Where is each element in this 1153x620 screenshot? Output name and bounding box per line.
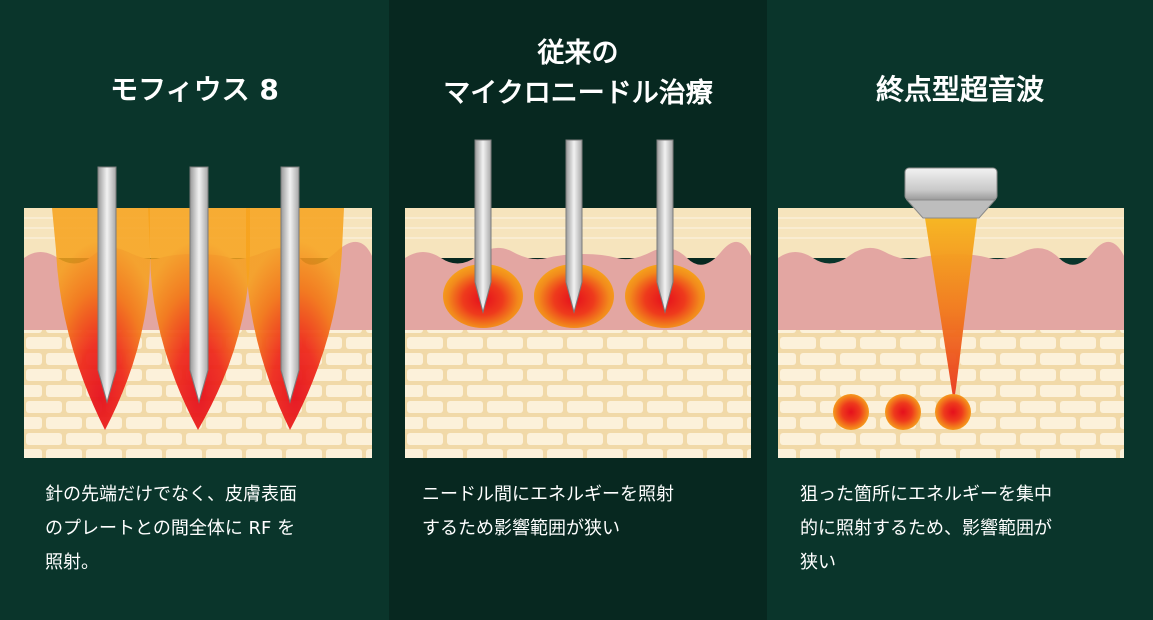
panel-description: 狙った箇所にエネルギーを集中 的に照射するため、影響範囲が 狭い xyxy=(800,478,1120,580)
ultrasound-skin-diagram xyxy=(778,167,1124,458)
description-line: 狭い xyxy=(800,552,836,573)
focal-point xyxy=(885,394,921,430)
panel-conventional-microneedle: 従来の マイクロニードル治療 xyxy=(389,0,767,620)
description-line: するため影響範囲が狭い xyxy=(422,518,620,539)
focal-point xyxy=(935,394,971,430)
needle xyxy=(280,166,300,404)
panel-focused-ultrasound: 終点型超音波 xyxy=(767,0,1153,620)
description-line: 照射。 xyxy=(45,552,99,573)
panel-morpheus8: モフィウス 8 xyxy=(0,0,389,620)
ultrasound-probe xyxy=(904,167,998,219)
fat-layer xyxy=(405,330,751,458)
needle xyxy=(565,139,583,314)
morpheus8-skin-diagram xyxy=(24,166,372,458)
panel-title: モフィウス 8 xyxy=(110,73,279,106)
needle xyxy=(189,166,209,404)
title-line: 従来の xyxy=(537,38,619,69)
description-line: 針の先端だけでなく、皮膚表面 xyxy=(45,484,297,505)
title-line: マイクロニードル治療 xyxy=(443,78,713,109)
description-line: ニードル間にエネルギーを照射 xyxy=(422,484,674,505)
panel-description: 針の先端だけでなく、皮膚表面 のプレートとの間全体に RF を 照射。 xyxy=(45,478,365,580)
needle xyxy=(97,166,117,404)
focal-point xyxy=(833,394,869,430)
description-line: のプレートとの間全体に RF を xyxy=(45,518,296,539)
panel-title: 従来の マイクロニードル治療 xyxy=(389,34,767,114)
description-line: 狙った箇所にエネルギーを集中 xyxy=(800,484,1052,505)
panel-title: 終点型超音波 xyxy=(875,73,1044,106)
needle xyxy=(474,139,492,314)
microneedle-skin-diagram xyxy=(405,139,751,458)
ultrasound-beam xyxy=(925,218,977,404)
needle xyxy=(656,139,674,314)
panel-description: ニードル間にエネルギーを照射 するため影響範囲が狭い xyxy=(422,478,742,546)
description-line: 的に照射するため、影響範囲が xyxy=(800,518,1052,539)
